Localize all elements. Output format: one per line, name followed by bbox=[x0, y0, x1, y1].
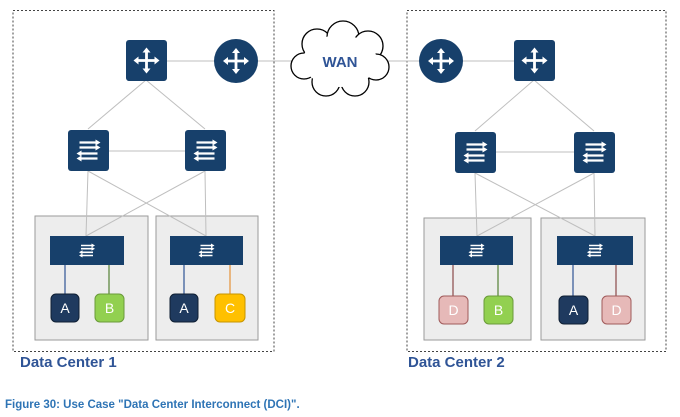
dc1-spine-switch-1 bbox=[68, 130, 109, 171]
data-center-1-label: Data Center 1 bbox=[20, 354, 117, 371]
svg-text:A: A bbox=[60, 300, 70, 316]
svg-text:B: B bbox=[494, 302, 503, 318]
wan-cloud: WAN bbox=[290, 20, 390, 97]
wan-label: WAN bbox=[323, 54, 358, 71]
connection-lines bbox=[85, 60, 596, 237]
svg-text:C: C bbox=[225, 300, 235, 316]
svg-text:A: A bbox=[569, 302, 579, 318]
dc2-endpoint-d: D bbox=[438, 295, 469, 325]
svg-text:A: A bbox=[179, 300, 189, 316]
dc2-core-router bbox=[514, 40, 555, 81]
endpoint-links bbox=[64, 265, 617, 296]
dc1-endpoint-c: C bbox=[214, 293, 246, 323]
dc2-endpoint-b: B bbox=[483, 295, 514, 325]
svg-text:D: D bbox=[611, 302, 621, 318]
dc1-core-router bbox=[126, 40, 167, 81]
svg-text:D: D bbox=[448, 302, 458, 318]
data-center-1-frame bbox=[12, 10, 275, 352]
dc1-spine-switch-2 bbox=[185, 130, 226, 171]
svg-text:B: B bbox=[105, 300, 114, 316]
dc2-leaf-switch-2 bbox=[557, 236, 633, 265]
dc1-endpoint-a: A bbox=[50, 293, 80, 323]
dc1-leaf-switch-2 bbox=[170, 236, 243, 265]
dc1-endpoint-a-2: A bbox=[169, 293, 199, 323]
dc2-leaf-switch-1 bbox=[440, 236, 513, 265]
dc2-endpoint-a: A bbox=[558, 295, 589, 325]
dc1-leaf-switch-1 bbox=[50, 236, 124, 265]
dc2-endpoint-d-2: D bbox=[601, 295, 632, 325]
dc1-edge-router bbox=[214, 39, 258, 83]
figure-caption: Figure 30: Use Case "Data Center Interco… bbox=[5, 399, 300, 411]
data-center-2-frame bbox=[406, 10, 667, 352]
data-center-2-label: Data Center 2 bbox=[408, 354, 505, 371]
dc2-edge-router bbox=[419, 39, 463, 83]
dc1-endpoint-b: B bbox=[94, 293, 125, 323]
dc2-spine-switch-1 bbox=[455, 132, 496, 173]
dc2-spine-switch-2 bbox=[574, 132, 615, 173]
dc1-pod-1 bbox=[34, 215, 149, 341]
